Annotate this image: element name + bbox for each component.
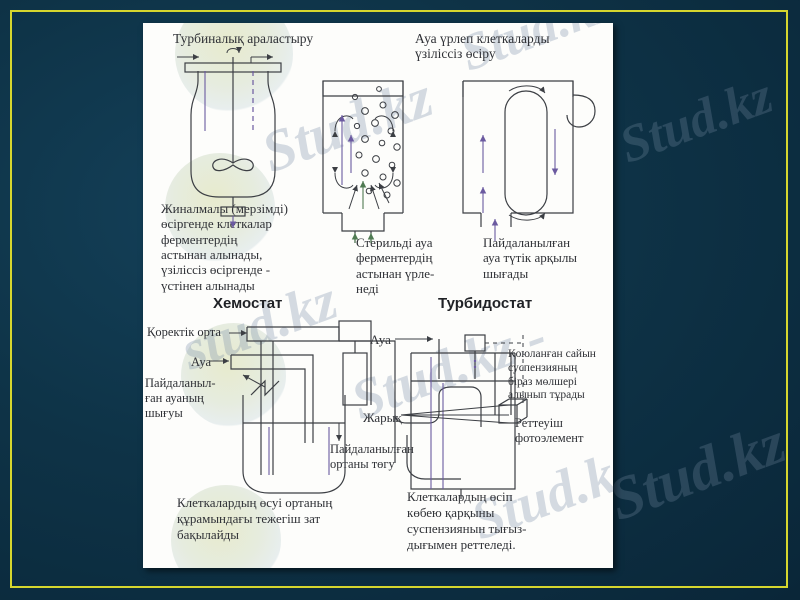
caption-exhaust-line-1: Пайдаланылған xyxy=(483,235,571,250)
heading-air-continuous-growth: Ауа үрлеп клеткаларды үзіліссіз өсіру xyxy=(415,31,565,62)
label-exhaust-air-line-2: ған ауаның xyxy=(145,390,204,405)
caption-chemostat-line-2: өсіргенде клеткалар xyxy=(161,216,272,232)
title-turbidostat: Турбидостат xyxy=(438,295,533,312)
caption-chemostat-line-4: астынан алынады, xyxy=(161,246,263,262)
label-air-right: Ауа xyxy=(370,332,391,347)
diagram-turbidostat-photocell xyxy=(395,334,528,499)
caption-br-line-4: дығымен реттеледі. xyxy=(407,536,516,552)
caption-bottom-left-growth-control: Клеткалардың өсуі ортаның құрамындағы те… xyxy=(177,495,387,543)
watermark-background-2: Stud.kz xyxy=(612,67,780,175)
label-drain-line-1: Пайдаланылған xyxy=(330,442,414,456)
label-nutrient-medium: Қоректік орта xyxy=(147,325,221,339)
heading-air-line-1: Ауа үрлеп клеткаларды xyxy=(415,31,550,46)
caption-sterile-air-line-2: ферментердің xyxy=(356,250,433,266)
label-overflow-line-2: суспензияның xyxy=(508,361,578,374)
figure-diagrams xyxy=(177,46,596,499)
label-overflow-line-3: біраз мөлшері xyxy=(508,375,577,388)
label-air-left: Ауа xyxy=(191,355,212,369)
caption-chemostat-description: Жиналмалы (мерзімді) өсіргенде клеткалар… xyxy=(161,201,341,293)
diagram-bubble-column xyxy=(322,80,404,243)
label-regulating-photocell: Реттеуіш фотоэлемент xyxy=(515,416,613,446)
watermark-background-1: Stud.kz xyxy=(600,408,794,533)
caption-chemostat-line-6: үстінен алынады xyxy=(161,277,255,293)
caption-br-line-2: көбею қарқыны xyxy=(407,504,495,520)
caption-br-line-1: Клеткалардың өсіп xyxy=(407,489,513,504)
label-photocell-line-2: фотоэлемент xyxy=(515,431,584,445)
scanned-figure-page: Stud.kz Stud.kz- stud.kz Stud.kz - Stud.… xyxy=(143,23,613,568)
caption-sterile-air-line-3: астынан үрле- xyxy=(356,265,435,281)
label-overflow-line-4: алынып тұрады xyxy=(508,389,585,402)
caption-chemostat-line-3: ферментердің xyxy=(161,231,238,247)
diagram-stirred-tank xyxy=(177,46,282,228)
caption-chemostat-line-5: үзіліссіз өсіргенде - xyxy=(161,262,271,278)
label-drain-line-2: ортаны төгу xyxy=(330,456,395,471)
caption-bottom-right-density-control: Клеткалардың өсіп көбею қарқыны суспензи… xyxy=(407,489,587,552)
caption-sterile-air-line-4: неді xyxy=(356,280,379,296)
diagram-chemostat-plumbing xyxy=(209,320,482,494)
label-exhaust-air-outlet: Пайдаланыл- ған ауаның шығуы xyxy=(145,376,255,420)
label-exhaust-air-line-1: Пайдаланыл- xyxy=(145,376,216,390)
title-chemostat: Хемостат xyxy=(213,295,283,312)
caption-br-line-3: суспензиянын тығыз- xyxy=(407,520,527,536)
caption-bl-line-1: Клеткалардың өсуі ортаның xyxy=(177,495,333,510)
caption-bl-line-3: бақылайды xyxy=(177,526,239,542)
label-overflow-line-1: Қоюланған сайын xyxy=(508,348,596,360)
label-photocell-line-1: Реттеуіш xyxy=(515,416,563,430)
label-light: Жарық xyxy=(363,410,402,425)
caption-sterile-air: Стерильді ауа ферментердің астынан үрле-… xyxy=(356,235,476,296)
caption-exhaust-air-tube: Пайдаланылған ауа түтік арқылы шығады xyxy=(483,235,613,281)
caption-exhaust-line-3: шығады xyxy=(483,265,529,281)
caption-exhaust-line-2: ауа түтік арқылы xyxy=(483,250,578,266)
heading-turbine-mixing: Турбиналық араластыру xyxy=(173,31,314,46)
label-suspension-overflow: Қоюланған сайын суспензияның біраз мөлше… xyxy=(508,348,613,403)
label-spent-medium-drain: Пайдаланылған ортаны төгу xyxy=(330,442,450,472)
caption-bl-line-2: құрамындағы тежегіш зат xyxy=(177,510,321,526)
caption-chemostat-line-1: Жиналмалы (мерзімді) xyxy=(161,201,288,216)
caption-sterile-air-line-1: Стерильді ауа xyxy=(356,235,433,250)
diagram-airlift-reactor xyxy=(462,80,596,241)
heading-air-line-2: үзіліссіз өсіру xyxy=(415,46,496,62)
label-exhaust-air-line-3: шығуы xyxy=(145,405,183,420)
